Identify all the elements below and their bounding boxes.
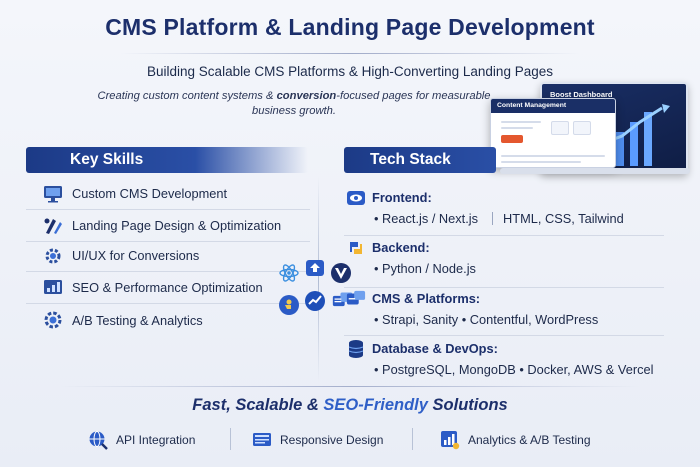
tech-group-title: Backend: (372, 240, 430, 255)
feature-label: Analytics & A/B Testing (468, 433, 591, 447)
tech-group-items: • React.js / Next.js HTML, CSS, Tailwind (374, 211, 624, 226)
python-icon (346, 238, 366, 258)
page-title: CMS Platform & Landing Page Development (105, 14, 595, 40)
feature-separator (412, 428, 413, 450)
analytics-icon (440, 430, 460, 450)
skill-label: Landing Page Design & Optimization (72, 218, 282, 233)
page-description: Creating custom content systems & conver… (84, 89, 504, 119)
tech-items-a: • React.js / Next.js (374, 211, 479, 226)
skill-item-uiux: UI/UX for Conversions (26, 240, 310, 272)
gear-cursor-icon (42, 245, 64, 267)
feature-analytics: Analytics & A/B Testing (440, 429, 591, 451)
mock-line (501, 121, 541, 123)
desc-pre: Creating custom content systems & (97, 90, 277, 102)
trend-icon (304, 290, 326, 312)
skill-item-ab: A/B Testing & Analytics (26, 304, 310, 336)
feature-api: API Integration (88, 429, 195, 451)
mock-card (551, 121, 569, 135)
feature-separator (230, 428, 231, 450)
mockup-shadow (500, 168, 690, 174)
tech-group-title: Database & DevOps: (372, 341, 498, 356)
tagline-accent: SEO-Friendly (323, 396, 428, 414)
cms-icon (346, 289, 366, 309)
mock-line (501, 155, 605, 157)
tech-items-b: HTML, CSS, Tailwind (503, 211, 624, 226)
title-divider (120, 53, 580, 54)
analytics-gear-icon (42, 309, 64, 331)
code-eye-icon (346, 188, 366, 208)
page-subtitle: Building Scalable CMS Platforms & High-C… (147, 64, 553, 79)
key-skills-heading: Key Skills (26, 147, 308, 173)
tech-group-database: Database & DevOps: • PostgreSQL, MongoDB… (344, 339, 664, 379)
feature-responsive: Responsive Design (252, 429, 383, 451)
content-management-title: Content Management (491, 99, 615, 113)
api-globe-icon (88, 430, 108, 450)
desc-post: -focused pages for measurable business g… (252, 90, 491, 117)
separator (492, 212, 494, 225)
desc-bold: conversion (276, 90, 337, 102)
design-tools-icon (42, 215, 64, 237)
tech-items-a: • Strapi, Sanity • Contentful, WordPress (374, 312, 599, 327)
mock-card (573, 121, 591, 135)
mock-cta (501, 135, 523, 143)
dashboard-mockup-title: Boost Dashboard (550, 90, 613, 99)
python-icon (278, 294, 300, 316)
database-icon (346, 339, 366, 359)
monitor-icon (42, 183, 64, 205)
seo-chart-icon (42, 277, 64, 299)
tagline-post: Solutions (427, 396, 508, 414)
tech-group-frontend: Frontend: • React.js / Next.js HTML, CSS,… (344, 190, 664, 236)
skill-item-seo: SEO & Performance Optimization (26, 272, 310, 304)
tech-stack-heading: Tech Stack (344, 147, 496, 173)
skill-label: Custom CMS Development (72, 186, 228, 201)
mock-line (501, 161, 581, 163)
responsive-screen-icon (252, 430, 272, 450)
tagline-pre: Fast, Scalable & (192, 396, 324, 414)
skill-label: A/B Testing & Analytics (72, 312, 203, 328)
tech-group-title: CMS & Platforms: (372, 291, 481, 306)
tagline: Fast, Scalable & SEO-Friendly Solutions (0, 396, 700, 415)
feature-label: Responsive Design (280, 433, 384, 447)
tech-items-a: • PostgreSQL, MongoDB • Docker, AWS & Ve… (374, 362, 654, 377)
tech-items-a: • Python / Node.js (374, 261, 476, 276)
vue-icon (330, 262, 352, 284)
skill-item-cms: Custom CMS Development (26, 178, 310, 210)
tech-icon-cluster (276, 256, 366, 322)
tech-group-backend: Backend: • Python / Node.js (344, 240, 664, 288)
skill-item-landing: Landing Page Design & Optimization (26, 210, 310, 242)
mock-line (501, 127, 533, 129)
react-icon (278, 262, 300, 284)
skill-label: SEO & Performance Optimization (72, 280, 263, 295)
bottom-divider (60, 386, 640, 387)
skill-label: UI/UX for Conversions (72, 248, 200, 263)
tech-group-title: Frontend: (372, 190, 432, 205)
feature-label: API Integration (116, 433, 196, 447)
column-divider (318, 176, 319, 382)
tech-group-cms: CMS & Platforms: • Strapi, Sanity • Cont… (344, 289, 664, 336)
content-management-mockup: Content Management (490, 98, 616, 168)
upload-icon (304, 256, 326, 278)
